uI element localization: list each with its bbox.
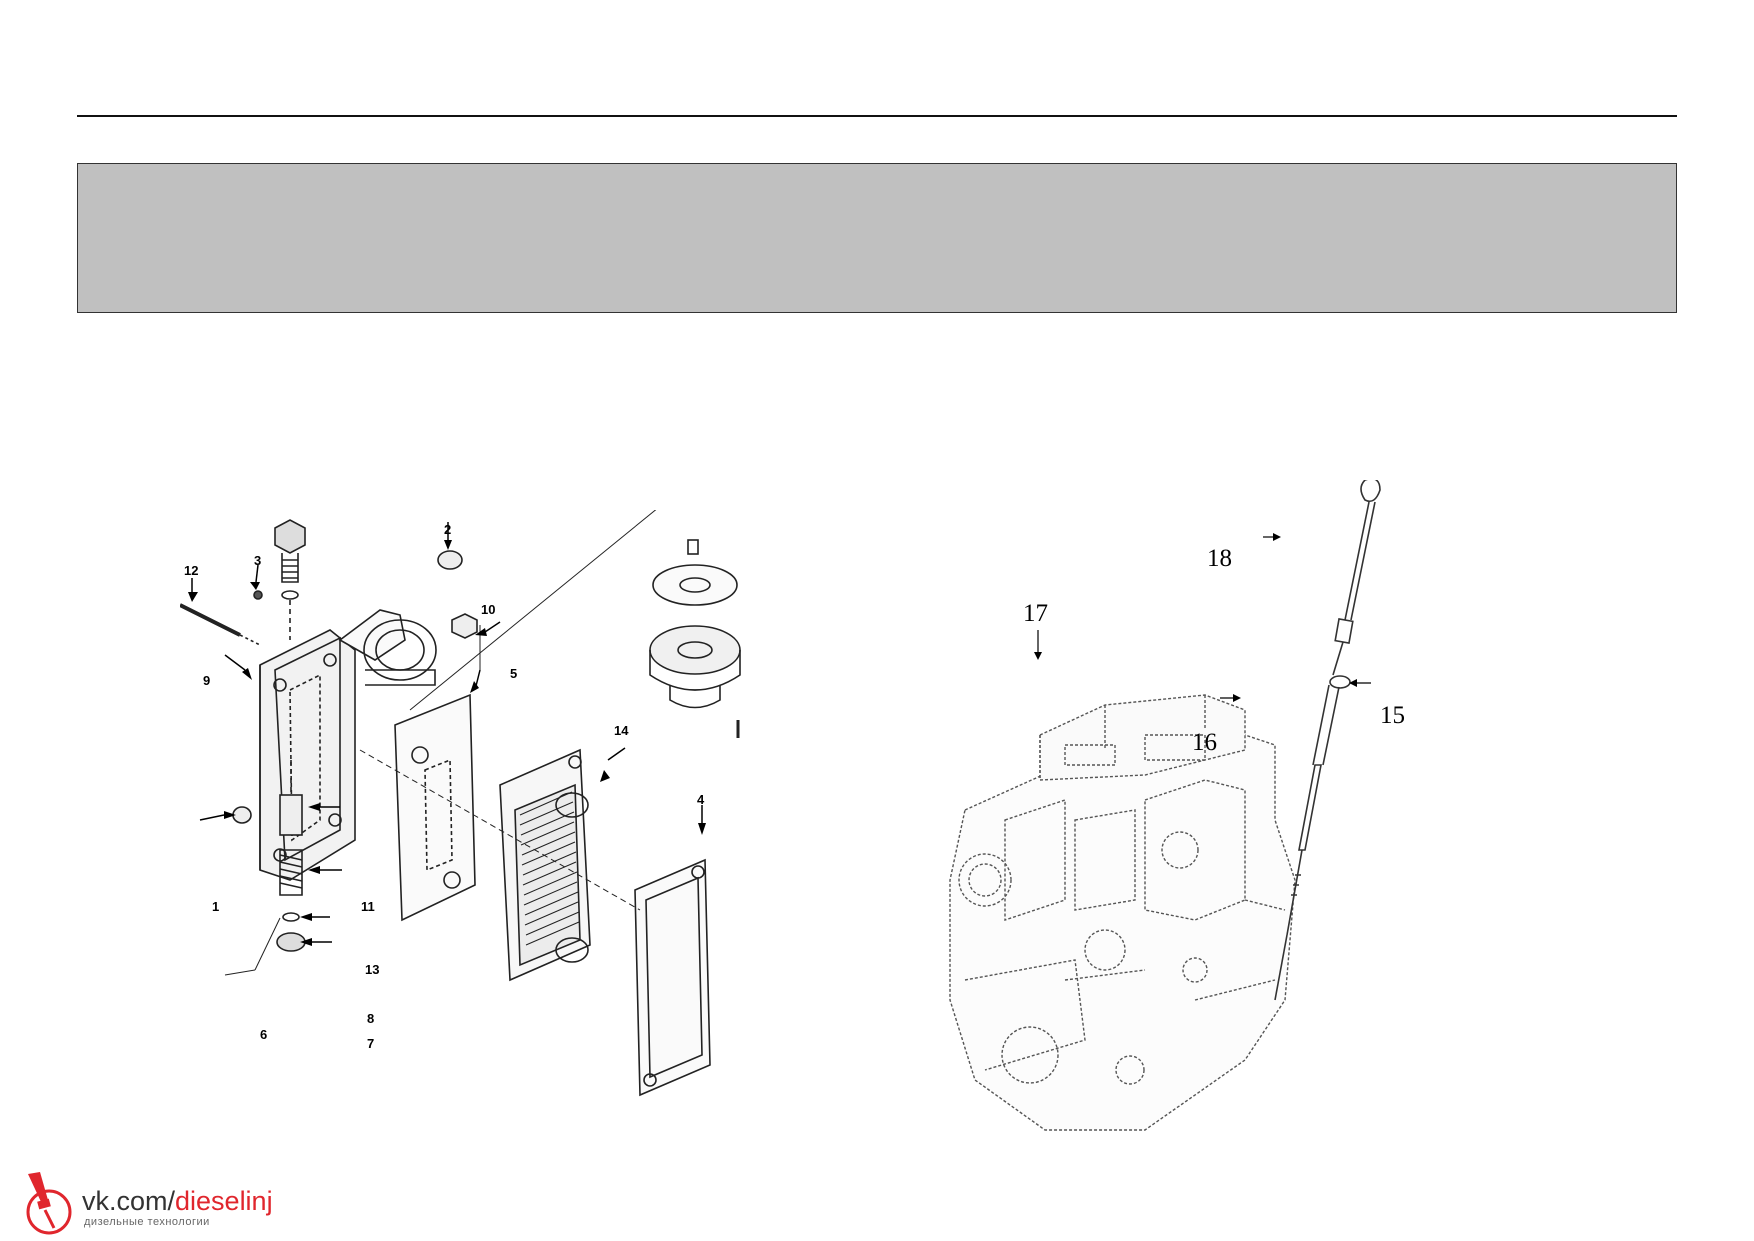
callout-8: 8	[367, 1011, 375, 1026]
callout-6: 6	[260, 1027, 268, 1042]
callout-18: 18	[1207, 545, 1232, 572]
engine-block-drawing	[949, 477, 1381, 1131]
engine-dipstick-diagram: 15 16 17 18	[945, 477, 1560, 1150]
callout-14: 14	[614, 723, 629, 738]
callout-7: 7	[367, 1036, 375, 1051]
watermark-url: vk.com/dieselinj	[82, 1187, 273, 1215]
callout-10: 10	[481, 602, 496, 617]
oil-cooler-drawing	[179, 489, 741, 1097]
callout-11: 11	[361, 899, 375, 914]
callout-4: 4	[697, 792, 705, 807]
vk-watermark: vk.com/dieselinj дизельные технологии	[18, 1170, 318, 1236]
header-banner	[77, 163, 1677, 313]
callout-5: 5	[510, 666, 518, 681]
oil-cooler-exploded-diagram: 1 2 3 4 5 6 7 8 9 10 11 12 13 14	[179, 489, 820, 1100]
watermark-url-accent: dieselinj	[175, 1186, 273, 1216]
injector-logo-icon	[26, 1172, 72, 1235]
watermark-subtitle: дизельные технологии	[84, 1216, 210, 1228]
callout-12: 12	[184, 563, 199, 578]
callout-3: 3	[254, 553, 262, 568]
callout-16: 16	[1192, 729, 1217, 756]
header-rule	[77, 115, 1677, 117]
callout-13: 13	[365, 962, 380, 977]
callout-17: 17	[1023, 600, 1048, 627]
callout-9: 9	[203, 673, 211, 688]
watermark-url-prefix: vk.com/	[82, 1186, 176, 1216]
callout-2: 2	[444, 522, 452, 537]
callout-15: 15	[1380, 702, 1405, 729]
callout-1: 1	[212, 899, 220, 914]
